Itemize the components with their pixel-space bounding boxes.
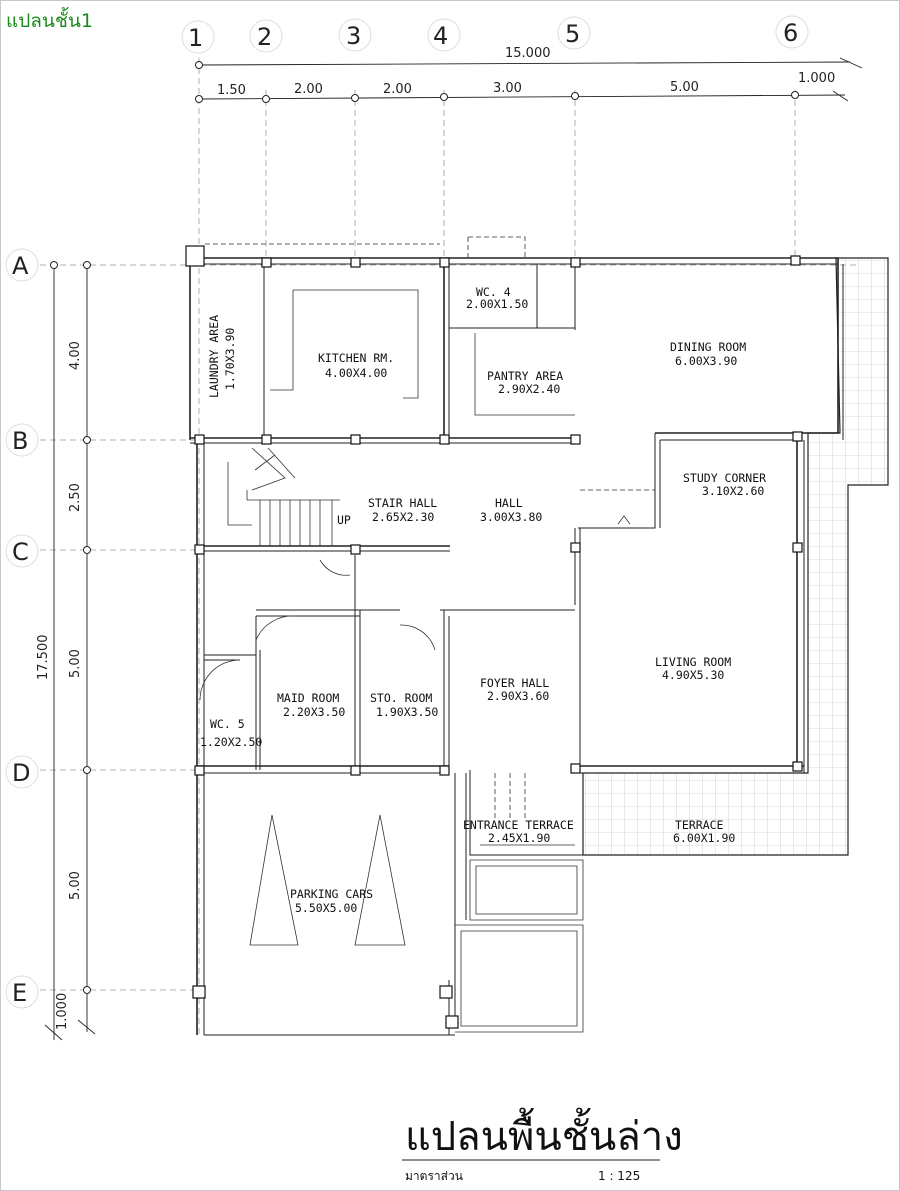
- dim-seg-4: 3.00: [493, 81, 522, 96]
- room-living-size: 4.90X5.30: [662, 668, 724, 682]
- dim-seg-1: 1.50: [217, 83, 246, 98]
- room-wc5-size: 1.20X2.50: [200, 735, 262, 749]
- dim-row-3: 5.00: [68, 649, 83, 678]
- stair-up-label: UP: [337, 513, 351, 527]
- grid-row-a: A: [12, 252, 29, 280]
- grid-row-e: E: [12, 979, 27, 1007]
- grid-row-d: D: [12, 759, 30, 787]
- room-terrace-size: 6.00X1.90: [673, 831, 735, 845]
- room-storage-name: STO. ROOM: [370, 691, 432, 705]
- room-stair-hall-name: STAIR HALL: [368, 496, 437, 510]
- room-terrace-name: TERRACE: [675, 818, 724, 832]
- room-maid-name: MAID ROOM: [277, 691, 339, 705]
- room-dining-name: DINING ROOM: [670, 340, 746, 354]
- dim-row-2: 2.50: [68, 483, 83, 512]
- room-living-name: LIVING ROOM: [655, 655, 731, 669]
- grid-axes: [40, 58, 860, 1035]
- room-pantry-name: PANTRY AREA: [487, 369, 563, 383]
- top-dimensions: [195, 57, 863, 103]
- grid-col-1: 1: [188, 24, 203, 52]
- room-wc4-size: 2.00X1.50: [466, 297, 528, 311]
- room-storage-size: 1.90X3.50: [376, 705, 438, 719]
- grid-col-5: 5: [565, 20, 580, 48]
- room-pantry-size: 2.90X2.40: [498, 382, 560, 396]
- grid-col-3: 3: [346, 22, 361, 50]
- grid-row-c: C: [12, 538, 29, 566]
- room-laundry-name: LAUNDRY AREA: [207, 315, 221, 398]
- dim-seg-6: 1.000: [798, 71, 835, 86]
- left-dimensions: [44, 261, 96, 1041]
- grid-bubbles: [5, 15, 809, 1009]
- dim-seg-5: 5.00: [670, 80, 699, 95]
- grid-col-2: 2: [257, 23, 272, 51]
- room-dining-size: 6.00X3.90: [675, 354, 737, 368]
- dim-seg-2: 2.00: [294, 82, 323, 97]
- room-entrance-terrace-size: 2.45X1.90: [488, 831, 550, 845]
- dim-overall-width: 15.000: [505, 46, 551, 61]
- room-kitchen-size: 4.00X4.00: [325, 366, 387, 380]
- grid-col-6: 6: [783, 19, 798, 47]
- scale-value: 1 : 125: [598, 1169, 640, 1183]
- room-study-name: STUDY CORNER: [683, 471, 766, 485]
- room-maid-size: 2.20X3.50: [283, 705, 345, 719]
- grid-col-4: 4: [433, 22, 448, 50]
- dim-row-4: 5.00: [68, 871, 83, 900]
- drawing-title: แปลนพื้นชั้นล่าง: [405, 1107, 683, 1160]
- room-parking-name: PARKING CARS: [290, 887, 373, 901]
- dim-overall-depth: 17.500: [36, 635, 51, 681]
- walls: [189, 236, 844, 1036]
- room-stair-hall-size: 2.65X2.30: [372, 510, 434, 524]
- room-foyer-name: FOYER HALL: [480, 676, 549, 690]
- room-kitchen-name: KITCHEN RM.: [318, 351, 394, 365]
- room-hall-size: 3.00X3.80: [480, 510, 542, 524]
- parking-arrows: [249, 814, 406, 946]
- structural-columns: [185, 245, 803, 1029]
- grid-row-b: B: [12, 427, 28, 455]
- corner-label: แปลนชั้น1: [6, 10, 93, 32]
- room-study-size: 3.10X2.60: [702, 484, 764, 498]
- room-entrance-terrace-name: ENTRANCE TERRACE: [463, 818, 574, 832]
- dim-row-5: 1.000: [55, 993, 70, 1030]
- room-wc4-name: WC. 4: [476, 285, 511, 299]
- room-laundry-size: 1.70X3.90: [223, 328, 237, 390]
- scale-label: มาตราส่วน: [405, 1169, 463, 1183]
- dim-seg-3: 2.00: [383, 82, 412, 97]
- dim-row-1: 4.00: [68, 341, 83, 370]
- room-foyer-size: 2.90X3.60: [487, 689, 549, 703]
- room-hall-name: HALL: [495, 496, 523, 510]
- room-wc5-name: WC. 5: [210, 717, 245, 731]
- room-parking-size: 5.50X5.00: [295, 901, 357, 915]
